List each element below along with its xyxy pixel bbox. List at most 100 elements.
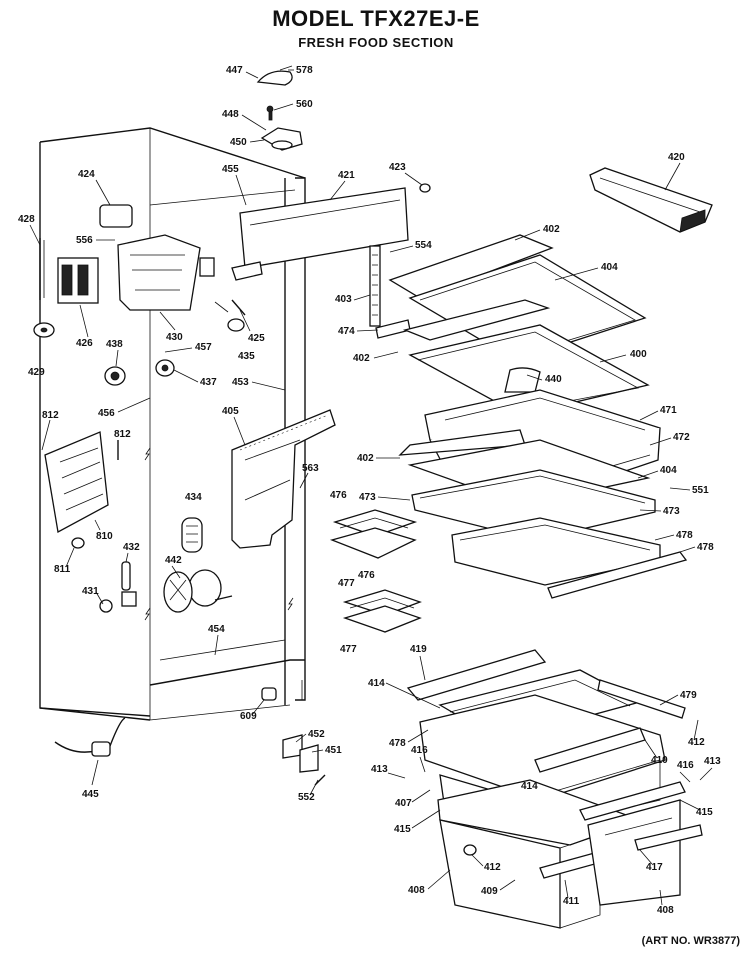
light-socket-part (214, 299, 246, 332)
leader-lines (29, 69, 713, 906)
part-label-417: 417 (646, 862, 663, 873)
part-label-430: 430 (166, 332, 183, 343)
part-label-474: 474 (338, 326, 355, 337)
part-label-437: 437 (200, 377, 217, 388)
part-label-812a: 812 (42, 410, 59, 421)
part-label-407: 407 (395, 798, 412, 809)
part-label-479a: 479 (680, 690, 697, 701)
part-label-448: 448 (222, 109, 239, 120)
part-label-416a: 416 (411, 745, 428, 756)
part-label-425: 425 (248, 333, 265, 344)
part-label-556: 556 (76, 235, 93, 246)
part-label-423: 423 (389, 162, 406, 173)
part-label-415a: 415 (394, 824, 411, 835)
part-label-452: 452 (308, 729, 325, 740)
part-label-477b: 477 (340, 644, 357, 655)
part-label-451: 451 (325, 745, 342, 756)
glass-shelf-lower (398, 429, 656, 541)
part-label-426: 426 (76, 338, 93, 349)
part-label-455: 455 (222, 164, 239, 175)
utility-bins (329, 509, 422, 633)
part-label-811: 811 (54, 564, 71, 575)
part-label-476a: 476 (330, 490, 347, 501)
shelf-support-rails (231, 183, 431, 339)
part-label-413a: 413 (371, 764, 388, 775)
damper-control-parts (99, 561, 137, 613)
part-label-421: 421 (338, 170, 355, 181)
part-label-560: 560 (296, 99, 313, 110)
part-label-412a: 412 (688, 737, 705, 748)
part-label-424: 424 (78, 169, 95, 180)
part-label-552: 552 (298, 792, 315, 803)
art-number: (ART NO. WR3877) (641, 935, 740, 947)
part-label-434: 434 (185, 492, 202, 503)
part-label-478a: 478 (676, 530, 693, 541)
crisper-drawer-lower (437, 779, 703, 929)
part-label-412b: 412 (484, 862, 501, 873)
part-label-420: 420 (668, 152, 685, 163)
part-label-432: 432 (123, 542, 140, 553)
part-label-453: 453 (232, 377, 249, 388)
part-label-404b: 404 (660, 465, 677, 476)
control-assembly-part (33, 204, 215, 338)
glass-shelf-middle (402, 299, 650, 416)
part-label-477a: 477 (338, 578, 355, 589)
part-label-609: 609 (240, 711, 257, 722)
part-label-476b: 476 (358, 570, 375, 581)
part-label-563: 563 (302, 463, 319, 474)
part-label-456: 456 (98, 408, 115, 419)
snack-pan-drawer (451, 517, 688, 599)
part-label-442: 442 (165, 555, 182, 566)
part-label-438: 438 (106, 339, 123, 350)
part-label-408a: 408 (408, 885, 425, 896)
air-duct-part (231, 409, 336, 549)
part-label-416b: 416 (677, 760, 694, 771)
part-label-471: 471 (660, 405, 677, 416)
part-label-447: 447 (226, 65, 243, 76)
part-label-478c: 478 (389, 738, 406, 749)
part-label-404a: 404 (601, 262, 618, 273)
part-label-431: 431 (82, 586, 99, 597)
part-label-409: 409 (481, 886, 498, 897)
part-label-413b: 413 (704, 756, 721, 767)
part-label-812b: 812 (114, 429, 131, 440)
part-label-405: 405 (222, 406, 239, 417)
part-number-labels: 447 578 448 560 450 420 424 455 421 423 … (18, 65, 721, 916)
part-label-472: 472 (673, 432, 690, 443)
part-label-411: 411 (563, 896, 580, 907)
fan-assembly-part (163, 517, 233, 613)
part-label-450: 450 (230, 137, 247, 148)
part-label-457: 457 (195, 342, 212, 353)
part-label-402b: 402 (353, 353, 370, 364)
hinge-cover-part (256, 65, 303, 151)
diagram-subtitle: FRESH FOOD SECTION (298, 35, 454, 50)
part-label-415b: 415 (696, 807, 713, 818)
part-label-551: 551 (692, 485, 709, 496)
part-label-428: 428 (18, 214, 35, 225)
part-label-414b: 414 (521, 781, 538, 792)
part-label-402a: 402 (543, 224, 560, 235)
dairy-bin-part (589, 167, 713, 233)
part-label-429: 429 (28, 367, 45, 378)
part-label-445: 445 (82, 789, 99, 800)
diagram-title: MODEL TFX27EJ-E (272, 6, 480, 31)
part-label-440: 440 (545, 374, 562, 385)
part-label-410: 410 (651, 755, 668, 766)
part-label-578: 578 (296, 65, 313, 76)
duct-cover-part (44, 431, 119, 549)
part-label-473a: 473 (359, 492, 376, 503)
part-label-408b: 408 (657, 905, 674, 916)
part-label-473b: 473 (663, 506, 680, 517)
part-label-554: 554 (415, 240, 432, 251)
part-label-478b: 478 (697, 542, 714, 553)
part-label-810: 810 (96, 531, 113, 542)
part-label-403: 403 (335, 294, 352, 305)
part-label-400: 400 (630, 349, 647, 360)
part-label-414a: 414 (368, 678, 385, 689)
part-label-402c: 402 (357, 453, 374, 464)
part-label-435: 435 (238, 351, 255, 362)
part-label-454: 454 (208, 624, 225, 635)
part-label-419: 419 (410, 644, 427, 655)
grommet-parts (104, 359, 175, 386)
